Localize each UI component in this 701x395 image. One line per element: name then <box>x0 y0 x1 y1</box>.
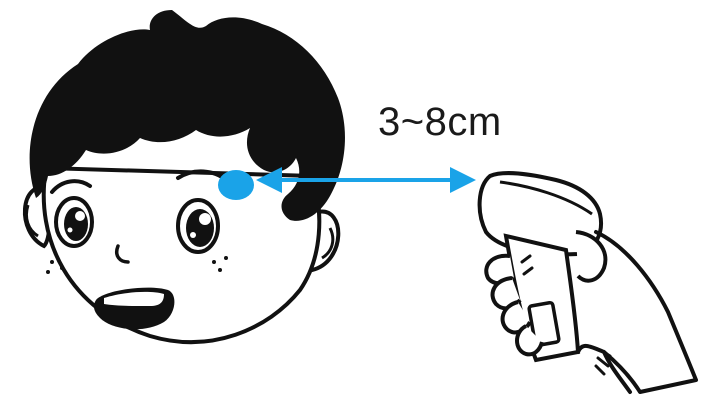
distance-label: 3~8cm <box>378 100 502 145</box>
forehead-dot-icon <box>218 170 254 200</box>
child-figure <box>25 10 345 342</box>
child-right-eye <box>178 200 218 252</box>
thermometer-icon <box>480 173 696 392</box>
child-left-eye <box>56 198 92 246</box>
child-face <box>44 168 320 342</box>
